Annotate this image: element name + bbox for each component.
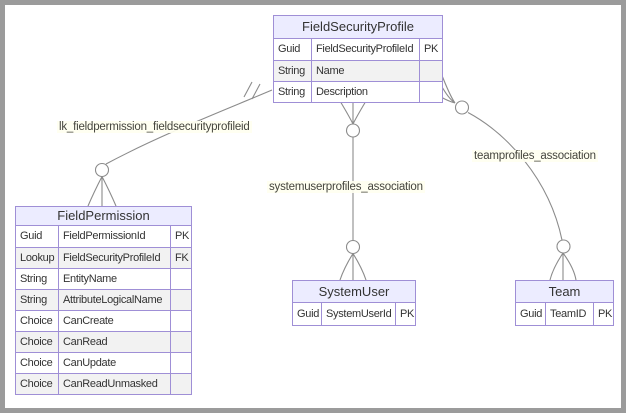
column-key: PK	[424, 43, 439, 55]
column-key: PK	[400, 308, 415, 320]
zero-circle-icon	[454, 100, 470, 115]
column-type: Choice	[16, 311, 59, 331]
column-name: CanReadUnmasked	[59, 374, 171, 394]
zero-circle-icon	[345, 123, 361, 138]
column-type: Guid	[516, 303, 546, 325]
column-key: FK	[175, 252, 189, 264]
column-type: Lookup	[16, 248, 59, 268]
column-key: PK	[598, 308, 613, 320]
column-name: AttributeLogicalName	[59, 290, 171, 310]
column-type: Choice	[16, 332, 59, 352]
column-key	[171, 374, 191, 394]
column-name: EntityName	[59, 269, 171, 289]
column-type: Guid	[274, 39, 312, 60]
crows-foot-icon	[339, 253, 367, 281]
column-name: Description	[312, 82, 420, 102]
column-key	[171, 269, 191, 289]
column-key	[171, 353, 191, 373]
column-name: FieldPermissionId	[59, 226, 171, 247]
relationship-line-fieldpermission	[87, 81, 273, 207]
column-key	[171, 332, 191, 352]
column-type: Choice	[16, 374, 59, 394]
column-name: FieldSecurityProfileId	[59, 248, 171, 268]
column-type: Guid	[293, 303, 322, 325]
column-type: String	[274, 82, 312, 102]
column-name: Name	[312, 61, 420, 81]
relationship-label: systemuserprofiles_association	[267, 181, 425, 193]
column-name: CanUpdate	[59, 353, 171, 373]
relationship-label: teamprofiles_association	[472, 150, 598, 162]
relationship-curve	[467, 112, 563, 241]
column-name: TeamID	[546, 303, 594, 325]
column-name: CanCreate	[59, 311, 171, 331]
column-type: String	[16, 269, 59, 289]
column-key: PK	[175, 230, 190, 242]
zero-circle-icon	[345, 239, 361, 255]
exactly-one-ticks-icon	[243, 81, 261, 100]
column-type: String	[16, 290, 59, 310]
crows-foot-icon	[87, 176, 117, 207]
column-type: Choice	[16, 353, 59, 373]
entity-title: FieldPermission	[16, 207, 191, 226]
entity-title: Team	[516, 281, 613, 303]
relationship-line-systemuser	[339, 100, 367, 281]
column-name: CanRead	[59, 332, 171, 352]
crows-foot-icon	[549, 252, 577, 281]
column-type: Guid	[16, 226, 59, 247]
column-name: SystemUserId	[322, 303, 396, 325]
zero-circle-icon	[94, 162, 110, 178]
relationship-line-team	[440, 72, 577, 281]
column-key	[420, 61, 442, 81]
crows-foot-icon	[440, 72, 456, 104]
entity-title: FieldSecurityProfile	[274, 16, 442, 39]
column-key	[171, 290, 191, 310]
zero-circle-icon	[556, 239, 571, 254]
column-name: FieldSecurityProfileId	[312, 39, 420, 60]
crows-foot-icon	[339, 100, 367, 125]
column-type: String	[274, 61, 312, 81]
entity-title: SystemUser	[293, 281, 415, 303]
column-key	[420, 82, 442, 102]
relationship-label: lk_fieldpermission_fieldsecurityprofilei…	[57, 121, 252, 133]
column-key	[171, 311, 191, 331]
